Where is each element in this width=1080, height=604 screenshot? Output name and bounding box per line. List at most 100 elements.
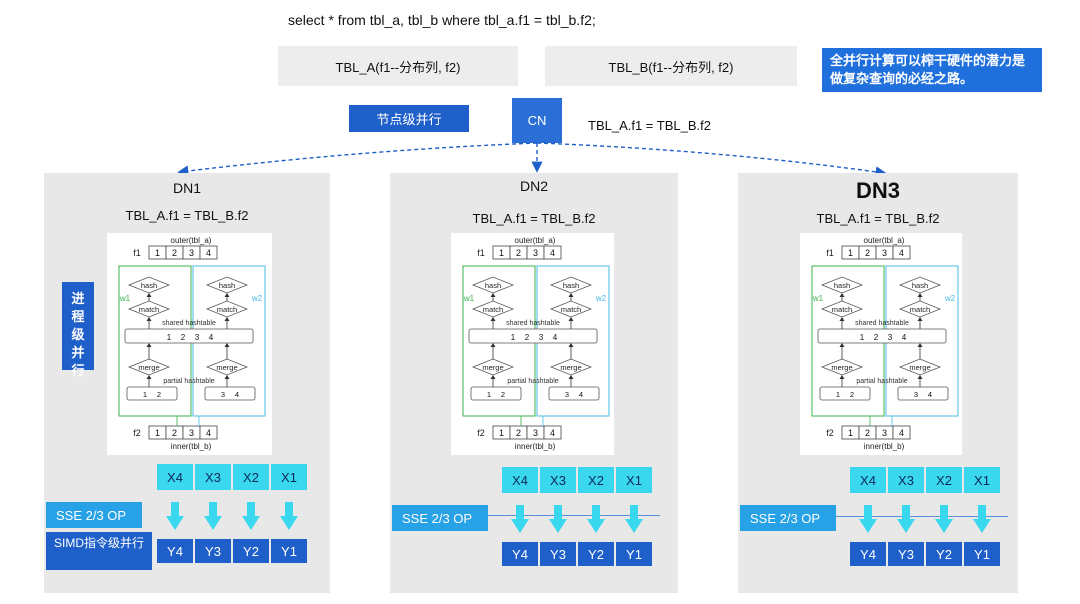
down-arrow-icon bbox=[233, 502, 269, 530]
inner-row-cell-text: 4 bbox=[899, 428, 904, 438]
flow-arrowhead bbox=[568, 293, 574, 297]
outer-row-cell-text: 3 bbox=[533, 248, 538, 258]
inner-label: inner(tbl_b) bbox=[515, 442, 556, 451]
hash-right-label: hash bbox=[912, 281, 928, 290]
f1-label: f1 bbox=[133, 248, 141, 258]
inner-row-cell-text: 4 bbox=[550, 428, 555, 438]
inner-row-cell-text: 3 bbox=[882, 428, 887, 438]
partial-hashtable-label: partial hashtable bbox=[163, 378, 214, 385]
outer-row-cell-text: 4 bbox=[899, 248, 904, 258]
partial-left-cell: 1 bbox=[487, 390, 491, 399]
dn2-sse-line bbox=[392, 515, 660, 516]
dn3-sse-text: SSE 2/3 OP bbox=[750, 510, 821, 526]
merge-right bbox=[205, 358, 249, 376]
flow-arrowhead bbox=[490, 343, 496, 347]
cn-label: CN bbox=[527, 113, 547, 128]
outer-row-cell-text: 3 bbox=[882, 248, 887, 258]
merge-left-label: merge bbox=[831, 363, 852, 372]
partial-left-box bbox=[819, 386, 871, 401]
inner-row-cell-text: 1 bbox=[155, 428, 160, 438]
match-left-label: match bbox=[139, 305, 159, 314]
register-x1: X1 bbox=[964, 467, 1000, 493]
partial-hashtable-label: partial hashtable bbox=[507, 378, 558, 385]
register-y4: Y4 bbox=[157, 539, 193, 563]
hash-right bbox=[898, 276, 942, 294]
w1-label: w1 bbox=[812, 294, 824, 303]
shared-hashtable-box bbox=[124, 328, 254, 344]
register-x1: X1 bbox=[271, 464, 307, 490]
inner-row-cell-text: 2 bbox=[172, 428, 177, 438]
flow-arrowhead bbox=[146, 317, 152, 321]
shared-hashtable-cell: 4 bbox=[209, 333, 214, 342]
partial-right-cell: 3 bbox=[221, 390, 225, 399]
register-x2: X2 bbox=[233, 464, 269, 490]
hash-right bbox=[549, 276, 593, 294]
partial-right-cell: 3 bbox=[565, 390, 569, 399]
register-x3: X3 bbox=[540, 467, 576, 493]
inner-row-cell-text: 3 bbox=[533, 428, 538, 438]
dn2-sse-label: SSE 2/3 OP bbox=[392, 505, 488, 531]
register-x3: X3 bbox=[195, 464, 231, 490]
merge-right-label: merge bbox=[560, 363, 581, 372]
dn2-y-registers: Y4 Y3 Y2 Y1 bbox=[502, 542, 652, 566]
dn2-title: DN2 bbox=[519, 178, 548, 194]
register-y3: Y3 bbox=[195, 539, 231, 563]
shared-hashtable-cell: 4 bbox=[902, 333, 907, 342]
dn1-title: DN1 bbox=[172, 180, 201, 196]
register-y2: Y2 bbox=[233, 539, 269, 563]
flow-arrowhead bbox=[146, 343, 152, 347]
outer-row-cell-text: 3 bbox=[189, 248, 194, 258]
match-left-label: match bbox=[832, 305, 852, 314]
down-arrow-icon bbox=[157, 502, 193, 530]
partial-left-box bbox=[126, 386, 178, 401]
sql-query: select * from tbl_a, tbl_b where tbl_a.f… bbox=[288, 12, 596, 28]
flow-arrowhead bbox=[568, 317, 574, 321]
register-y3: Y3 bbox=[888, 542, 924, 566]
outer-row-cell-text: 4 bbox=[550, 248, 555, 258]
outer-label: outer(tbl_a) bbox=[515, 236, 556, 245]
node-parallel-label: 节点级并行 bbox=[349, 105, 469, 132]
hash-right bbox=[205, 276, 249, 294]
outer-row-cell-text: 1 bbox=[848, 248, 853, 258]
partial-right-cell: 4 bbox=[928, 390, 932, 399]
node-parallel-text: 节点级并行 bbox=[376, 112, 442, 127]
inner-label: inner(tbl_b) bbox=[171, 442, 212, 451]
flow-arrowhead bbox=[568, 343, 574, 347]
f1-label: f1 bbox=[477, 248, 485, 258]
down-arrow-icon bbox=[271, 502, 307, 530]
partial-right-box bbox=[548, 386, 600, 401]
dn2-x-registers: X4 X3 X2 X1 bbox=[502, 467, 652, 493]
shared-hashtable-label: shared hashtable bbox=[506, 320, 560, 327]
register-y2: Y2 bbox=[926, 542, 962, 566]
w2-label: w2 bbox=[251, 294, 263, 303]
match-right bbox=[205, 300, 249, 318]
flow-arrowhead bbox=[917, 317, 923, 321]
flow-arrowhead bbox=[224, 343, 230, 347]
down-arrow-icon bbox=[616, 505, 652, 533]
partial-left-cell: 2 bbox=[501, 390, 505, 399]
shared-hashtable-cell: 4 bbox=[553, 333, 558, 342]
dn1-condition: TBL_A.f1 = TBL_B.f2 bbox=[125, 208, 249, 223]
dn2-condition: TBL_A.f1 = TBL_B.f2 bbox=[472, 211, 596, 226]
simd-label: SIMD指令级并行 bbox=[46, 532, 152, 570]
partial-right-cell: 4 bbox=[235, 390, 239, 399]
f2-label: f2 bbox=[826, 428, 834, 438]
shared-hashtable-cell: 3 bbox=[195, 333, 200, 342]
flow-arrowhead bbox=[146, 375, 152, 379]
shared-hashtable-cell: 1 bbox=[167, 333, 172, 342]
down-arrow-icon bbox=[888, 505, 924, 533]
inner-row-cell-text: 1 bbox=[848, 428, 853, 438]
partial-right-cell: 3 bbox=[914, 390, 918, 399]
partial-right-cell: 4 bbox=[579, 390, 583, 399]
inner-row-cell bbox=[892, 425, 911, 440]
flow-arrowhead bbox=[839, 317, 845, 321]
partial-right-box bbox=[897, 386, 949, 401]
flow-arrowhead bbox=[224, 293, 230, 297]
cn-condition: TBL_A.f1 = TBL_B.f2 bbox=[588, 118, 711, 133]
match-right-label: match bbox=[217, 305, 237, 314]
merge-right bbox=[898, 358, 942, 376]
